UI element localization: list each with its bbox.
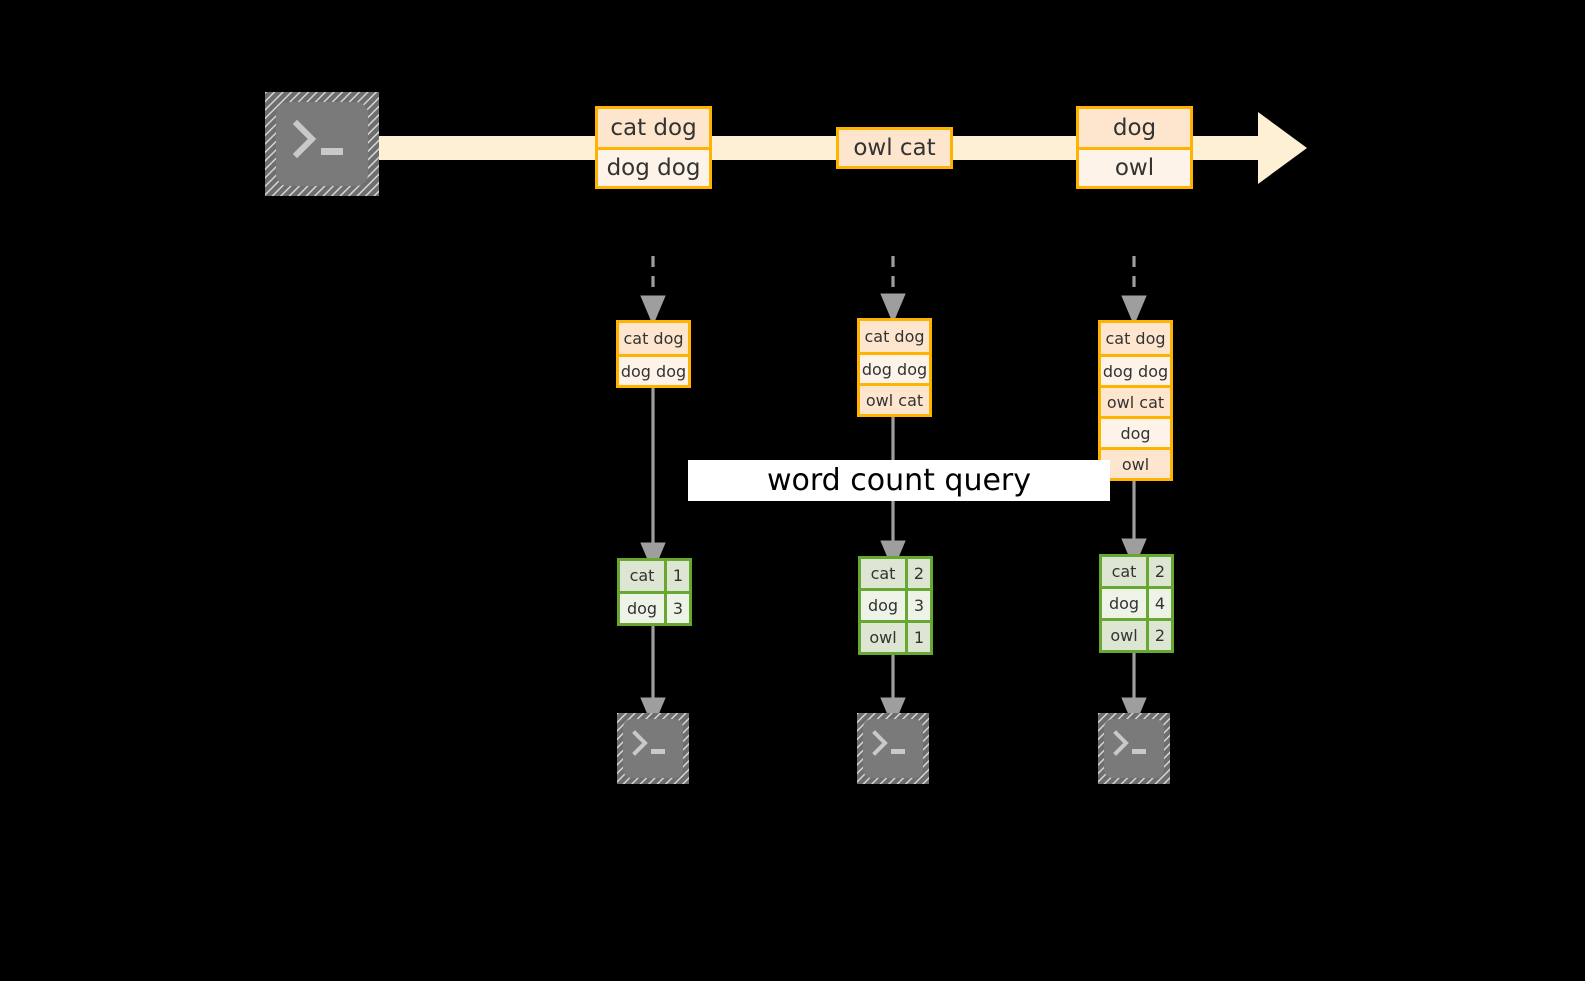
stream-event-line: owl cat [839,130,950,166]
result-word: owl [1102,621,1146,650]
result-count: 1 [905,623,930,652]
snapshot-2-input-box[interactable]: cat dog dog dog owl cat [857,318,932,417]
result-word: cat [861,559,905,588]
result-count: 2 [1146,557,1171,586]
stream-event-line: cat dog [598,109,709,148]
stream-event-line: dog [1079,109,1190,148]
snapshot-1-input-box[interactable]: cat dog dog dog [616,320,691,388]
snapshot-2-sink-terminal[interactable] [857,713,929,784]
result-word: cat [620,561,664,591]
input-row: cat dog [619,323,688,354]
snapshot-3-result-table[interactable]: cat 2 dog 4 owl 2 [1099,554,1174,653]
source-terminal[interactable] [265,92,379,196]
table-row: cat 1 [620,561,689,591]
table-row: dog 3 [620,590,689,623]
stream-event-line: dog dog [598,147,709,186]
result-word: dog [861,591,905,620]
snapshot-3-sink-terminal[interactable] [1098,713,1170,784]
result-word: owl [861,623,905,652]
result-count: 3 [905,591,930,620]
result-count: 3 [664,593,689,623]
stream-event-group-1[interactable]: cat dog dog dog [595,106,712,189]
result-count: 2 [905,559,930,588]
result-count: 4 [1146,589,1171,618]
input-row: dog dog [1101,354,1170,385]
input-row: dog [1101,416,1170,447]
input-row: dog dog [860,352,929,383]
input-row: owl cat [860,383,929,414]
query-label: word count query [688,460,1110,501]
result-word: dog [1102,589,1146,618]
result-count: 1 [664,561,689,591]
result-word: cat [1102,557,1146,586]
snapshot-2-result-table[interactable]: cat 2 dog 3 owl 1 [858,556,933,655]
stream-event-group-3[interactable]: dog owl [1076,106,1193,189]
table-row: cat 2 [1102,557,1171,586]
table-row: dog 4 [1102,586,1171,618]
table-row: owl 1 [861,620,930,652]
input-row: cat dog [860,321,929,352]
table-row: owl 2 [1102,618,1171,650]
stream-event-group-2[interactable]: owl cat [836,127,953,169]
snapshot-1-sink-terminal[interactable] [617,713,689,784]
stream-event-line: owl [1079,147,1190,186]
table-row: cat 2 [861,559,930,588]
input-row: cat dog [1101,323,1170,354]
input-row: owl cat [1101,385,1170,416]
snapshot-3-input-box[interactable]: cat dog dog dog owl cat dog owl [1098,320,1173,481]
snapshot-1-result-table[interactable]: cat 1 dog 3 [617,558,692,626]
result-count: 2 [1146,621,1171,650]
input-row: dog dog [619,354,688,385]
input-row: owl [1101,447,1170,478]
result-word: dog [620,593,664,623]
table-row: dog 3 [861,588,930,620]
